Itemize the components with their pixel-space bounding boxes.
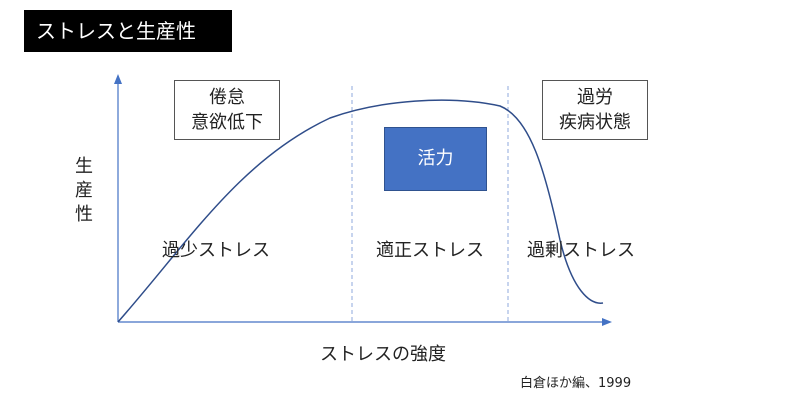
title-text: ストレスと生産性 (36, 19, 196, 43)
zone-label-excess: 過剰ストレス (527, 240, 635, 261)
overwork-line-2: 疾病状態 (559, 112, 631, 133)
productivity-curve (117, 99, 604, 323)
title-box: ストレスと生産性 (24, 10, 232, 52)
y-axis-label-char: 性 (75, 204, 93, 225)
x-axis-label: ストレスの強度 (320, 344, 446, 365)
fatigue-line-2: 意欲低下 (191, 112, 263, 133)
x-axis-arrow (602, 318, 612, 326)
y-axis-arrow (114, 74, 122, 84)
overwork-line-1: 過労 (577, 87, 613, 108)
active-label: 活力 (417, 148, 454, 169)
y-axis-label: 生 産 性 (72, 155, 96, 227)
zone-label-low: 過少ストレス (162, 240, 270, 261)
citation: 白倉ほか編、1999 (520, 376, 632, 391)
y-axis-label-char: 産 (75, 180, 93, 201)
fatigue-box: 倦怠 意欲低下 (174, 80, 280, 140)
y-axis-label-char: 生 (75, 156, 93, 177)
zone-label-optimal: 適正ストレス (376, 240, 484, 261)
fatigue-line-1: 倦怠 (209, 87, 245, 108)
overwork-box: 過労 疾病状態 (542, 80, 648, 140)
active-box: 活力 (384, 127, 487, 191)
